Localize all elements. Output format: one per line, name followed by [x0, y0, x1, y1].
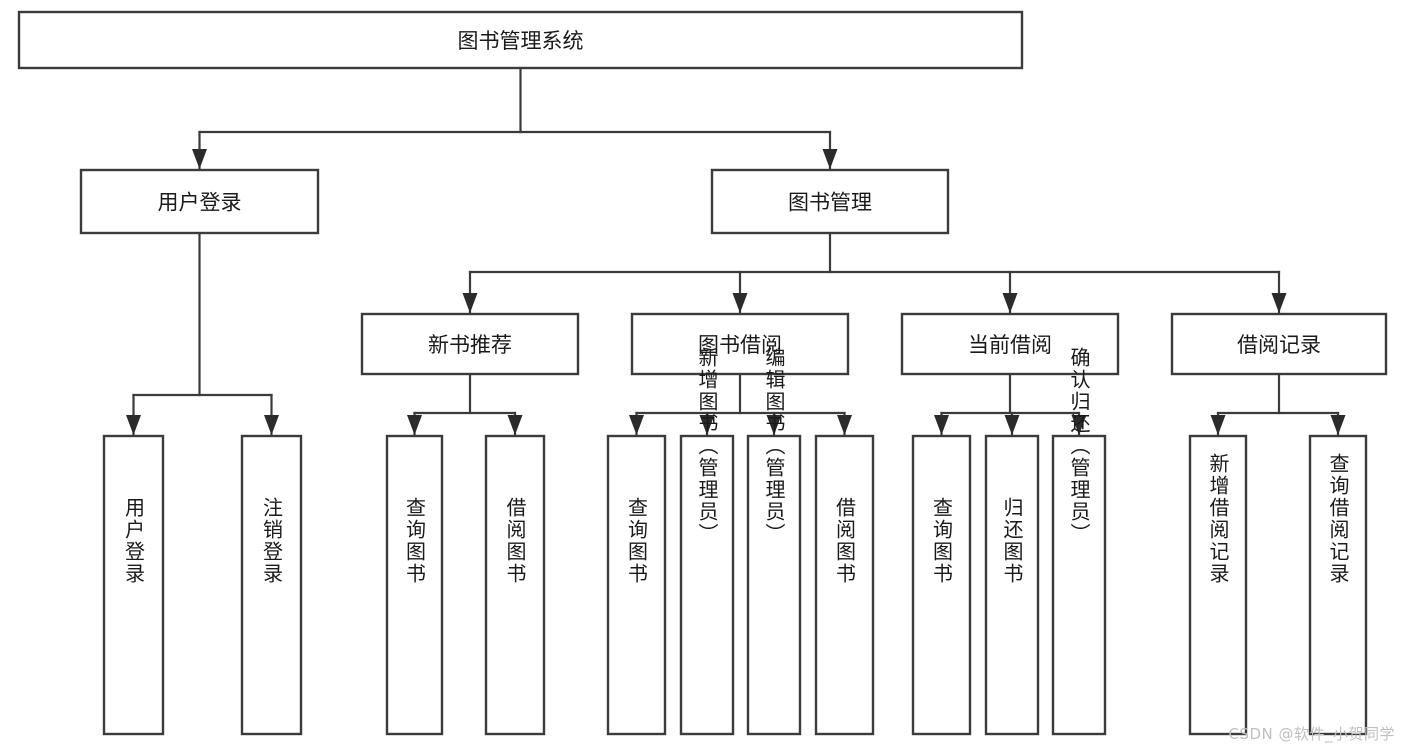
node-root-0[interactable]: 图书管理系统 — [17, 10, 1024, 70]
node-label: 查询图书 — [930, 497, 954, 585]
node-leaf-0[interactable]: 用户登录 — [102, 434, 165, 736]
node-layer: 图书管理系统用户登录图书管理新书推荐图书借阅当前借阅借阅记录用户登录注销登录查询… — [17, 10, 1388, 736]
node-box — [1051, 434, 1107, 736]
node-box — [911, 434, 972, 736]
book-mgmt-arrow-1 — [732, 293, 748, 313]
root-arrow-1 — [822, 149, 838, 169]
l3-3-arrow-1 — [1330, 415, 1346, 435]
l3-1-arrow-3 — [837, 415, 852, 435]
node-box — [1188, 434, 1248, 736]
node-leaf-10[interactable]: 确认归还（管理员） — [1051, 347, 1107, 736]
node-label: 归还图书 — [1000, 497, 1024, 585]
node-box — [240, 434, 303, 736]
node-box — [630, 312, 850, 376]
node-label: 借阅图书 — [503, 497, 527, 585]
l3-1-arrow-0 — [629, 415, 644, 435]
node-label: 查询图书 — [625, 497, 649, 585]
l3-2-arrow-1 — [1004, 415, 1020, 435]
l3-0-arrow-1 — [507, 415, 523, 435]
node-label: 新增借阅记录 — [1206, 453, 1230, 585]
node-label: 用户登录 — [122, 497, 146, 585]
node-leaf-3[interactable]: 借阅图书 — [484, 434, 546, 736]
node-box — [17, 10, 1024, 70]
l3-2-arrow-0 — [934, 415, 949, 435]
node-leaf-5[interactable]: 新增图书（管理员） — [679, 347, 735, 736]
l3-1-arrow-2 — [766, 415, 782, 435]
node-box — [746, 434, 802, 736]
node-level2-0[interactable]: 用户登录 — [79, 168, 320, 235]
node-box — [606, 434, 667, 736]
node-leaf-8[interactable]: 查询图书 — [911, 434, 972, 736]
node-label: 当前借阅 — [968, 333, 1052, 357]
node-leaf-9[interactable]: 归还图书 — [984, 434, 1040, 736]
node-box — [385, 434, 444, 736]
book-mgmt-arrow-0 — [462, 293, 478, 313]
node-level3-2[interactable]: 当前借阅 — [900, 312, 1120, 376]
node-level2-1[interactable]: 图书管理 — [710, 168, 950, 235]
node-leaf-2[interactable]: 查询图书 — [385, 434, 444, 736]
node-label: 确认归还（管理员） — [1067, 347, 1091, 545]
node-box — [360, 312, 580, 376]
node-level3-0[interactable]: 新书推荐 — [360, 312, 580, 376]
node-label: 借阅记录 — [1237, 333, 1321, 357]
node-box — [484, 434, 546, 736]
node-box — [1308, 434, 1368, 736]
l3-2-arrow-2 — [1071, 415, 1087, 435]
node-box — [79, 168, 320, 235]
user-login-arrow-0 — [126, 415, 141, 435]
node-box — [1170, 312, 1388, 376]
node-level3-1[interactable]: 图书借阅 — [630, 312, 850, 376]
node-label: 注销登录 — [260, 497, 284, 585]
l3-3-arrow-0 — [1210, 415, 1226, 435]
node-leaf-4[interactable]: 查询图书 — [606, 434, 667, 736]
node-label: 新书推荐 — [428, 333, 512, 357]
l3-0-arrow-0 — [407, 415, 422, 435]
node-label: 新增图书（管理员） — [695, 347, 719, 545]
user-login-arrow-1 — [264, 415, 279, 435]
node-label: 图书管理 — [788, 191, 872, 215]
root-arrow-0 — [192, 149, 207, 169]
node-leaf-1[interactable]: 注销登录 — [240, 434, 303, 736]
node-box — [900, 312, 1120, 376]
node-box — [814, 434, 875, 736]
connector-layer — [126, 66, 1346, 437]
watermark-text: CSDN @软件_小贺同学 — [1228, 725, 1395, 743]
node-leaf-11[interactable]: 新增借阅记录 — [1188, 434, 1248, 736]
book-mgmt-arrow-3 — [1271, 293, 1287, 313]
node-label: 图书管理系统 — [458, 29, 584, 53]
l3-1-arrow-1 — [699, 415, 715, 435]
node-leaf-6[interactable]: 编辑图书（管理员） — [746, 347, 802, 736]
node-label: 图书借阅 — [698, 333, 782, 357]
node-level3-3[interactable]: 借阅记录 — [1170, 312, 1388, 376]
node-box — [679, 434, 735, 736]
node-label: 编辑图书（管理员） — [762, 347, 786, 545]
node-box — [710, 168, 950, 235]
node-box — [102, 434, 165, 736]
node-label: 借阅图书 — [833, 497, 857, 585]
node-box — [984, 434, 1040, 736]
node-label: 查询图书 — [403, 497, 427, 585]
node-label: 用户登录 — [158, 191, 242, 215]
book-mgmt-arrow-2 — [1002, 293, 1018, 313]
node-leaf-12[interactable]: 查询借阅记录 — [1308, 434, 1368, 736]
node-leaf-7[interactable]: 借阅图书 — [814, 434, 875, 736]
node-label: 查询借阅记录 — [1326, 453, 1350, 585]
